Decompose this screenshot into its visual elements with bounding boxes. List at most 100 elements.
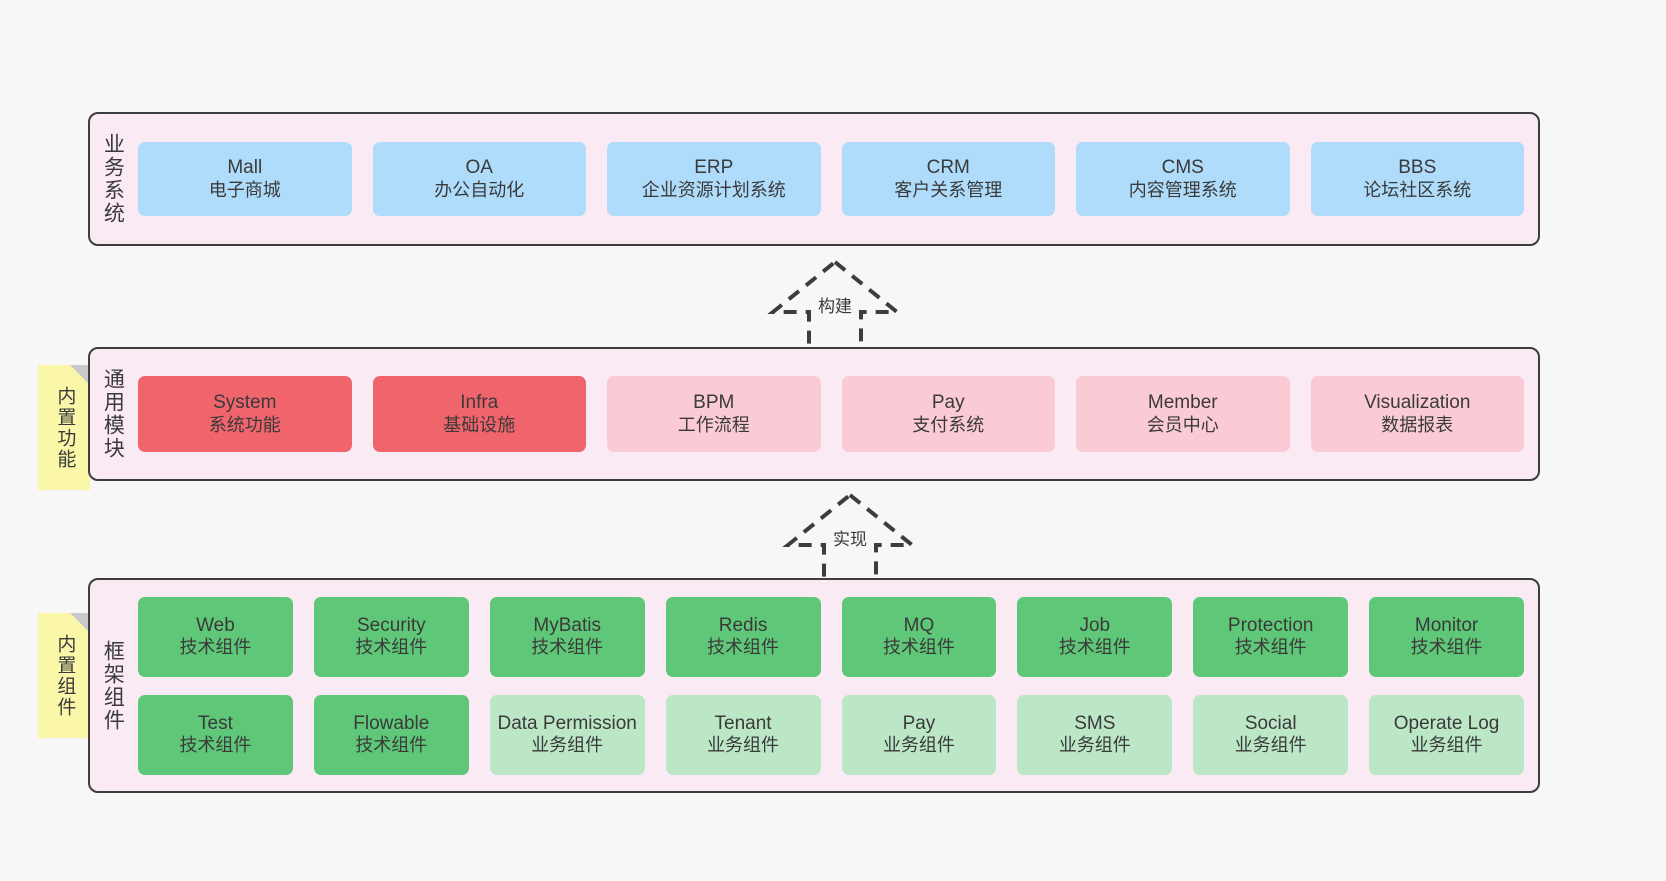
layer-title-common-module: 通用模块 (101, 368, 125, 460)
node-title-cn: 会员中心 (1146, 414, 1219, 435)
node-title-cn: 支付系统 (912, 414, 985, 435)
node-title-en: Operate Log (1393, 712, 1500, 734)
connector-build-label: 构建 (818, 297, 852, 316)
note-fold-corner-icon (70, 613, 90, 633)
node-title-cn: 工作流程 (677, 414, 750, 435)
node-title-en: Mall (227, 157, 263, 179)
connector-implement: 实现 (760, 487, 940, 592)
node-title-cn: 业务组件 (882, 735, 955, 756)
node-title-cn: 办公自动化 (434, 179, 525, 200)
node-title-cn: 电子商城 (208, 179, 281, 200)
node-title-en: Social (1244, 712, 1297, 734)
node-title-en: Security (356, 614, 426, 636)
node-title-en: Data Permission (497, 712, 637, 734)
node-title-cn: 技术组件 (179, 735, 252, 756)
node-title-en: MyBatis (533, 614, 601, 636)
node-title-cn: 技术组件 (707, 637, 780, 658)
node-title-en: Infra (460, 392, 499, 414)
node-title-en: Monitor (1414, 614, 1479, 636)
node-title-en: Pay (902, 712, 936, 734)
node-title-en: Redis (718, 614, 768, 636)
node-title-en: Pay (931, 392, 965, 414)
node-title-en: OA (465, 157, 493, 179)
node-title-cn: 业务组件 (531, 735, 604, 756)
layer-title-business-system: 业务系统 (101, 133, 125, 225)
note-builtin-features: 内置功能 (38, 365, 90, 490)
node-title-en: MQ (903, 614, 935, 636)
node-title-cn: 论坛社区系统 (1363, 179, 1472, 200)
node-title-en: Job (1079, 614, 1111, 636)
node-title-en: ERP (694, 157, 734, 179)
node-title-cn: 技术组件 (1410, 637, 1483, 658)
node-title-cn: 业务组件 (1058, 735, 1131, 756)
node-title-cn: 技术组件 (179, 637, 252, 658)
node-title-en: CRM (926, 157, 970, 179)
node-title-cn: 技术组件 (882, 637, 955, 658)
node-title-cn: 客户关系管理 (894, 179, 1003, 200)
node-title-cn: 技术组件 (531, 637, 604, 658)
node-title-cn: 内容管理系统 (1128, 179, 1237, 200)
node-title-cn: 技术组件 (1234, 637, 1307, 658)
node-title-cn: 业务组件 (1234, 735, 1307, 756)
node-title-cn: 技术组件 (1058, 637, 1131, 658)
node-title-cn: 企业资源计划系统 (641, 179, 786, 200)
node-title-cn: 数据报表 (1381, 414, 1454, 435)
node-title-cn: 系统功能 (208, 414, 281, 435)
node-title-cn: 技术组件 (355, 637, 428, 658)
node-title-en: Visualization (1364, 392, 1471, 414)
node-title-en: Web (196, 614, 235, 636)
node-title-en: BPM (693, 392, 735, 414)
node-title-cn: 业务组件 (707, 735, 780, 756)
node-title-en: Member (1147, 392, 1218, 414)
connector-implement-label: 实现 (833, 530, 867, 549)
node-title-en: System (213, 392, 277, 414)
connector-build: 构建 (745, 254, 925, 359)
node-title-en: SMS (1074, 712, 1116, 734)
node-title-en: Tenant (714, 712, 772, 734)
node-title-en: Flowable (353, 712, 430, 734)
node-title-en: Test (198, 712, 233, 734)
note-builtin-features-label: 内置功能 (54, 385, 76, 470)
node-title-en: BBS (1398, 157, 1437, 179)
node-title-cn: 技术组件 (355, 735, 428, 756)
note-builtin-components-label: 内置组件 (54, 633, 76, 718)
